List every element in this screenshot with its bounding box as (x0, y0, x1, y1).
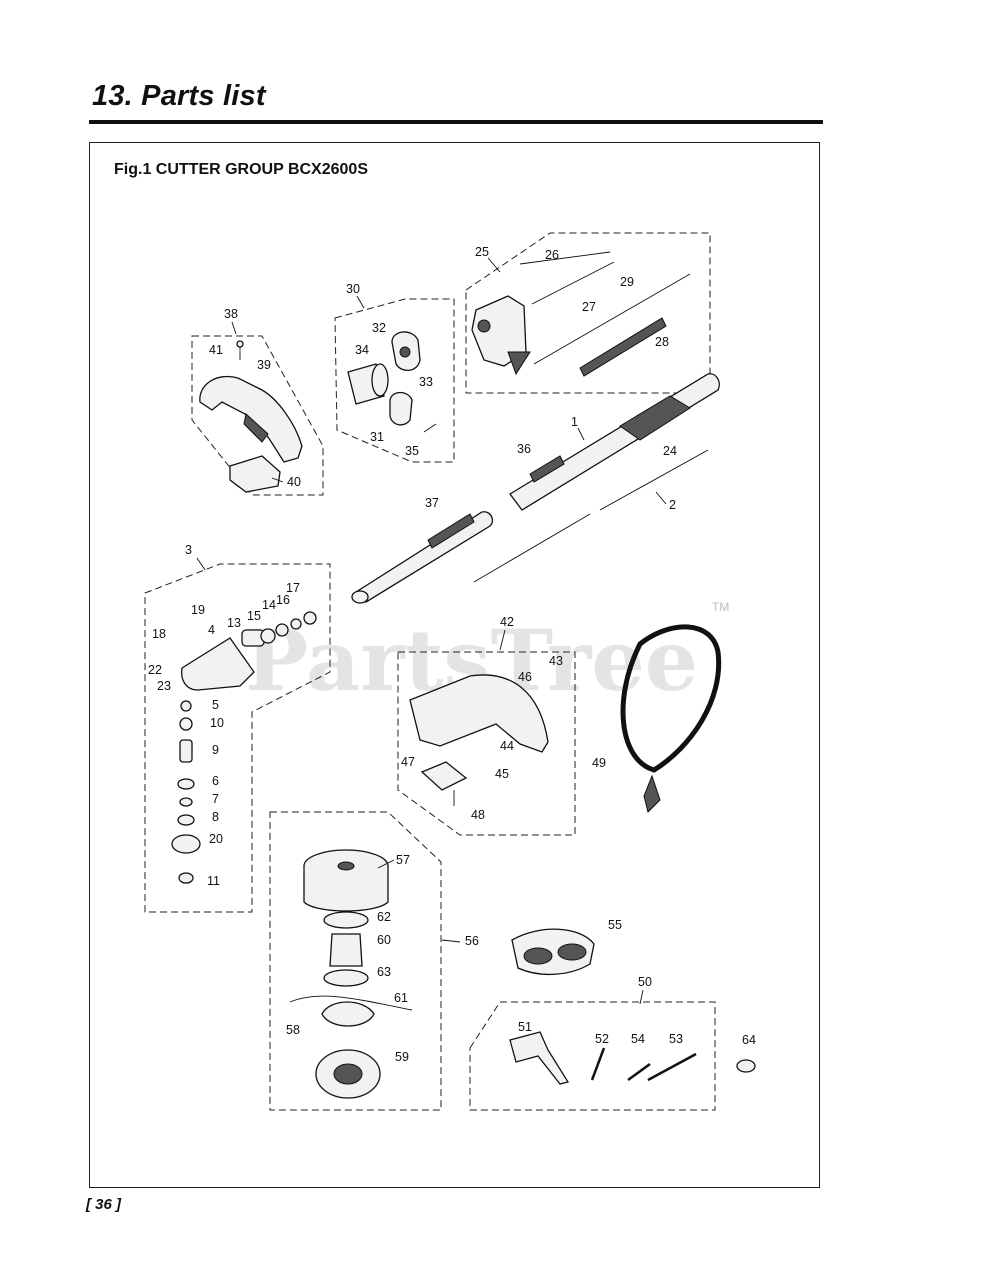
callout-3: 3 (185, 543, 192, 557)
callout-51: 51 (518, 1020, 532, 1034)
group-42-outline (397, 651, 576, 836)
callout-60: 60 (377, 933, 391, 947)
clamp-assembly (347, 331, 437, 433)
callout-64: 64 (742, 1033, 756, 1047)
callout-20: 20 (209, 832, 223, 846)
callout-41: 41 (209, 343, 223, 357)
page-number-value: 36 (95, 1196, 112, 1213)
callout-30: 30 (346, 282, 360, 296)
callout-22: 22 (148, 663, 162, 677)
callout-32: 32 (372, 321, 386, 335)
callout-11: 11 (207, 874, 220, 888)
callout-8: 8 (212, 810, 219, 824)
callout-10: 10 (210, 716, 224, 730)
tool-kit (509, 1031, 756, 1085)
callout-31: 31 (370, 430, 384, 444)
callout-29: 29 (620, 275, 634, 289)
safety-goggles (511, 928, 595, 976)
callout-6: 6 (212, 774, 219, 788)
callout-2: 2 (669, 498, 676, 512)
callout-38: 38 (224, 307, 238, 321)
leader-lines (196, 257, 667, 1005)
callout-13: 13 (227, 616, 241, 630)
callout-16: 16 (276, 593, 290, 607)
page-number-bracket-left: [ (86, 1196, 96, 1213)
callout-61: 61 (394, 991, 408, 1005)
gear-head-assembly (171, 611, 317, 884)
part-callouts: 1 2 3 4 5 6 7 8 9 10 11 13 14 15 16 17 1… (148, 245, 756, 1064)
callout-23: 23 (157, 679, 171, 693)
callout-52: 52 (595, 1032, 609, 1046)
callout-28: 28 (655, 335, 669, 349)
callout-57: 57 (396, 853, 410, 867)
watermark-tm: TM (712, 600, 729, 614)
callout-17: 17 (286, 581, 300, 595)
figure-title: Fig.1 CUTTER GROUP BCX2600S (114, 161, 368, 178)
callout-55: 55 (608, 918, 622, 932)
callout-25: 25 (475, 245, 489, 259)
callout-33: 33 (419, 375, 433, 389)
callout-54: 54 (631, 1032, 645, 1046)
callout-1: 1 (571, 415, 578, 429)
group-56-outline (269, 811, 442, 1111)
callout-36: 36 (517, 442, 531, 456)
callout-35: 35 (405, 444, 419, 458)
callout-45: 45 (495, 767, 509, 781)
group-30-outline (334, 298, 455, 463)
callout-26: 26 (545, 248, 559, 262)
callout-34: 34 (355, 343, 369, 357)
trimmer-head-assembly (289, 849, 413, 1099)
group-38-outline (191, 335, 324, 496)
section-title: 13. Parts list (92, 80, 266, 112)
callout-9: 9 (212, 743, 219, 757)
callout-62: 62 (377, 910, 391, 924)
callout-43: 43 (549, 654, 563, 668)
callout-19: 19 (191, 603, 205, 617)
handle-assembly (199, 340, 303, 493)
callout-39: 39 (257, 358, 271, 372)
callout-15: 15 (247, 609, 261, 623)
drive-shaft-assembly (351, 373, 720, 604)
callout-37: 37 (425, 496, 439, 510)
group-50-outline (469, 1001, 716, 1111)
callout-53: 53 (669, 1032, 683, 1046)
group-25-outline (465, 232, 711, 394)
callout-50: 50 (638, 975, 652, 989)
page-number: [ 36 ] (86, 1196, 121, 1213)
callout-56: 56 (465, 934, 479, 948)
callout-14: 14 (262, 598, 276, 612)
callout-18: 18 (152, 627, 166, 641)
callout-46: 46 (518, 670, 532, 684)
figure-frame (89, 142, 820, 1188)
callout-24: 24 (663, 444, 677, 458)
callout-5: 5 (212, 698, 219, 712)
callout-47: 47 (401, 755, 415, 769)
callout-4: 4 (208, 623, 215, 637)
callout-59: 59 (395, 1050, 409, 1064)
callout-40: 40 (287, 475, 301, 489)
callout-27: 27 (582, 300, 596, 314)
title-underline (89, 120, 823, 124)
callout-44: 44 (500, 739, 514, 753)
shoulder-strap (620, 624, 722, 813)
callout-7: 7 (212, 792, 219, 806)
callout-42: 42 (500, 615, 514, 629)
callout-48: 48 (471, 808, 485, 822)
guard-assembly (409, 674, 549, 806)
callout-63: 63 (377, 965, 391, 979)
callout-58: 58 (286, 1023, 300, 1037)
throttle-assembly (471, 251, 691, 377)
group-3-outline (144, 563, 331, 913)
callout-49: 49 (592, 756, 606, 770)
page-number-bracket-right: ] (111, 1196, 122, 1213)
